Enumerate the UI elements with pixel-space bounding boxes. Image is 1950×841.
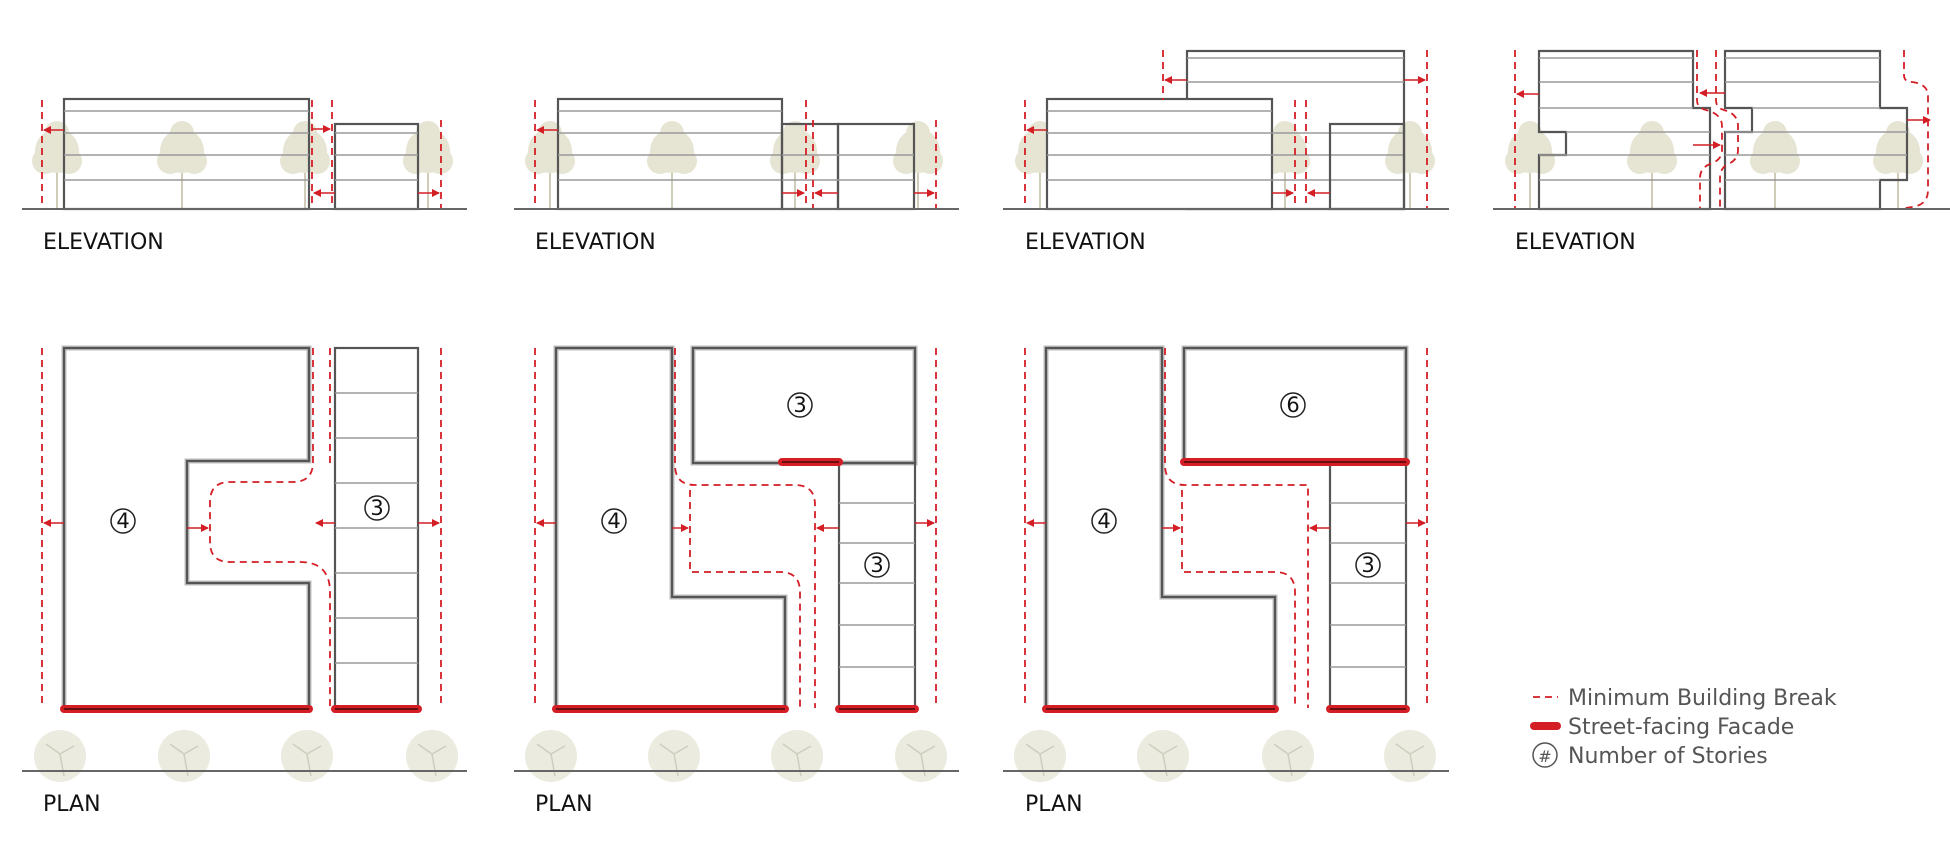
story-count: 3 — [370, 496, 383, 520]
story-count-badge — [864, 552, 890, 578]
story-symbol-icon — [1532, 742, 1558, 768]
tree-icon — [1383, 729, 1437, 783]
elevation-label: ELEVATION — [535, 230, 656, 255]
building-a — [1045, 97, 1274, 211]
story-count: 3 — [793, 393, 806, 417]
tree-icon — [646, 120, 698, 210]
story-count: 3 — [1361, 553, 1374, 577]
elevation-label: ELEVATION — [43, 230, 164, 255]
plan-label: PLAN — [1025, 792, 1083, 817]
tree-icon — [524, 120, 576, 210]
tree-icon — [647, 729, 701, 783]
legend-stories-label: Number of Stories — [1568, 744, 1768, 769]
tree-icon — [1261, 729, 1315, 783]
story-symbol: # — [1538, 747, 1551, 766]
story-count: 6 — [1286, 393, 1299, 417]
tree-icon — [1749, 120, 1801, 210]
legend-break-label: Minimum Building Break — [1568, 686, 1837, 711]
tree-icon — [405, 729, 459, 783]
story-count-badge — [1355, 552, 1381, 578]
plan-2: 4 3 3 PLAN — [514, 345, 959, 817]
elevation-label: ELEVATION — [1515, 230, 1636, 255]
legend-facade-label: Street-facing Facade — [1568, 715, 1794, 740]
tree-icon — [1504, 120, 1556, 210]
building-right — [1723, 49, 1909, 211]
tree-icon — [770, 729, 824, 783]
elevation-4: ELEVATION — [1493, 49, 1950, 255]
story-count-badge — [787, 392, 813, 418]
story-count: 4 — [116, 509, 129, 533]
building-a-plan — [1043, 345, 1278, 711]
story-count: 4 — [1097, 509, 1110, 533]
plan-1: 4 3 PLAN — [22, 345, 467, 817]
story-count-badge — [601, 508, 627, 534]
tree-icon — [156, 120, 208, 210]
tree-icon — [280, 729, 334, 783]
tree-icon — [279, 120, 331, 210]
tree-icon — [524, 729, 578, 783]
building-a-plan — [553, 345, 788, 711]
plan-3: 4 6 3 PLAN — [1003, 345, 1449, 817]
legend: Minimum Building Break Street-facing Fac… — [1530, 686, 1837, 769]
building-c-plan — [837, 461, 917, 710]
story-count-badge — [1280, 392, 1306, 418]
story-count: 4 — [607, 509, 620, 533]
elevation-1: ELEVATION — [22, 97, 467, 255]
story-count: 3 — [870, 553, 883, 577]
tree-icon — [402, 120, 454, 210]
story-count-badge — [1091, 508, 1117, 534]
plan-label: PLAN — [43, 792, 101, 817]
tree-icon — [1013, 729, 1067, 783]
building-c-plan — [1328, 461, 1408, 710]
plan-label: PLAN — [535, 792, 593, 817]
story-count-badge — [110, 508, 136, 534]
building-left — [1537, 49, 1712, 211]
story-count-badge — [364, 495, 390, 521]
tree-icon — [33, 729, 87, 783]
elevation-label: ELEVATION — [1025, 230, 1146, 255]
elevation-2: ELEVATION — [514, 97, 959, 255]
tree-icon — [1136, 729, 1190, 783]
tree-icon — [1626, 120, 1678, 210]
tree-icon — [157, 729, 211, 783]
tree-icon — [894, 729, 948, 783]
elevation-3: ELEVATION — [1003, 49, 1449, 255]
tree-icon — [31, 120, 83, 210]
